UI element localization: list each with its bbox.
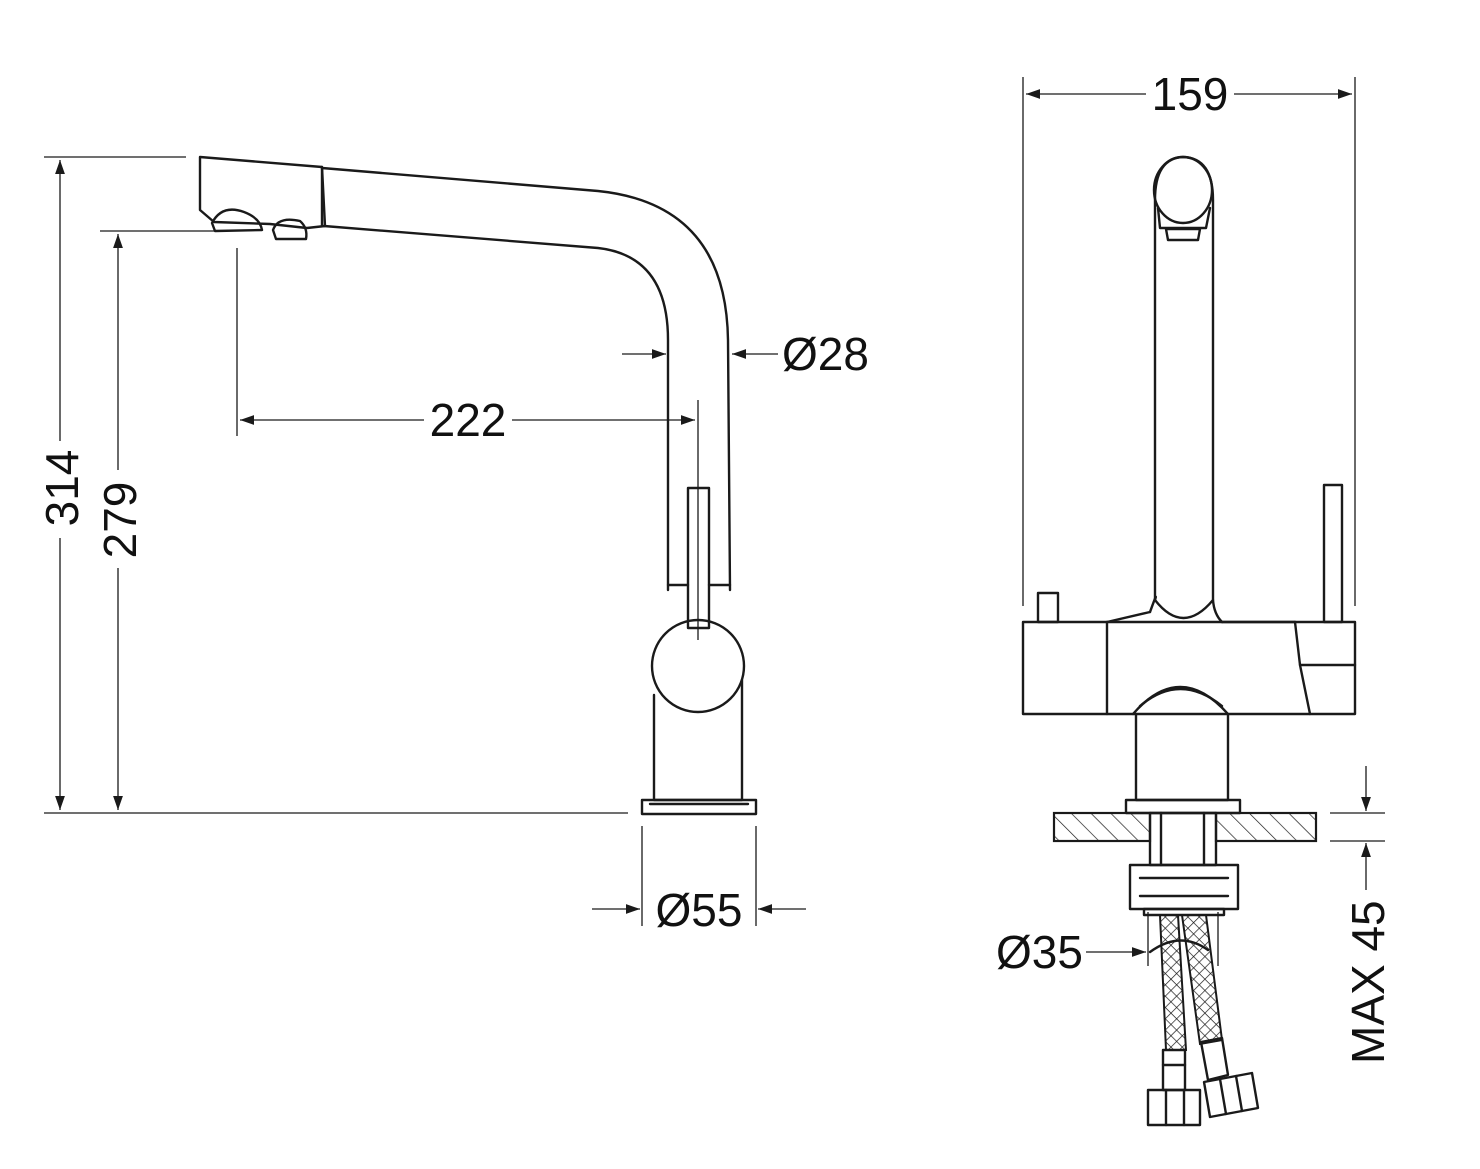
lower-body xyxy=(1131,685,1230,802)
dim-max-thickness: MAX 45 xyxy=(1342,900,1394,1064)
worktop-left xyxy=(1052,811,1152,843)
mixer-body xyxy=(1021,620,1357,716)
base-flange xyxy=(640,798,758,816)
lever-front xyxy=(1322,483,1344,624)
worktop-right xyxy=(1214,811,1318,843)
hose-left xyxy=(1158,914,1188,1051)
hose-right xyxy=(1180,914,1224,1046)
aerator-right xyxy=(271,218,308,241)
dim-width: 159 xyxy=(1152,68,1229,120)
dim-reach: 222 xyxy=(430,394,507,446)
spout-head xyxy=(198,155,327,230)
aerator-left xyxy=(210,208,264,233)
base-ring-front xyxy=(1124,798,1242,815)
aerator-front xyxy=(1164,227,1202,242)
dim-hole-diameter: Ø35 xyxy=(996,926,1083,978)
nut-left xyxy=(1146,1088,1202,1127)
dim-spout-height: 279 xyxy=(94,482,146,559)
front-view xyxy=(1021,155,1357,1127)
nut-right xyxy=(1202,1071,1260,1119)
spout-arm xyxy=(320,166,732,592)
spout-head-front xyxy=(1152,155,1214,225)
mounting-nut xyxy=(1128,863,1240,911)
knob-front xyxy=(1036,591,1060,624)
dim-pipe-diameter: Ø28 xyxy=(782,328,869,380)
dim-base-diameter: Ø55 xyxy=(656,884,743,936)
tap-body-side xyxy=(652,678,744,802)
side-view-dimensions: 314 279 222 Ø28 Ø55 xyxy=(36,156,869,936)
front-view-dimensions: 159 MAX 45 Ø35 xyxy=(996,68,1394,1064)
dim-total-height: 314 xyxy=(36,450,88,527)
side-view xyxy=(198,155,758,816)
